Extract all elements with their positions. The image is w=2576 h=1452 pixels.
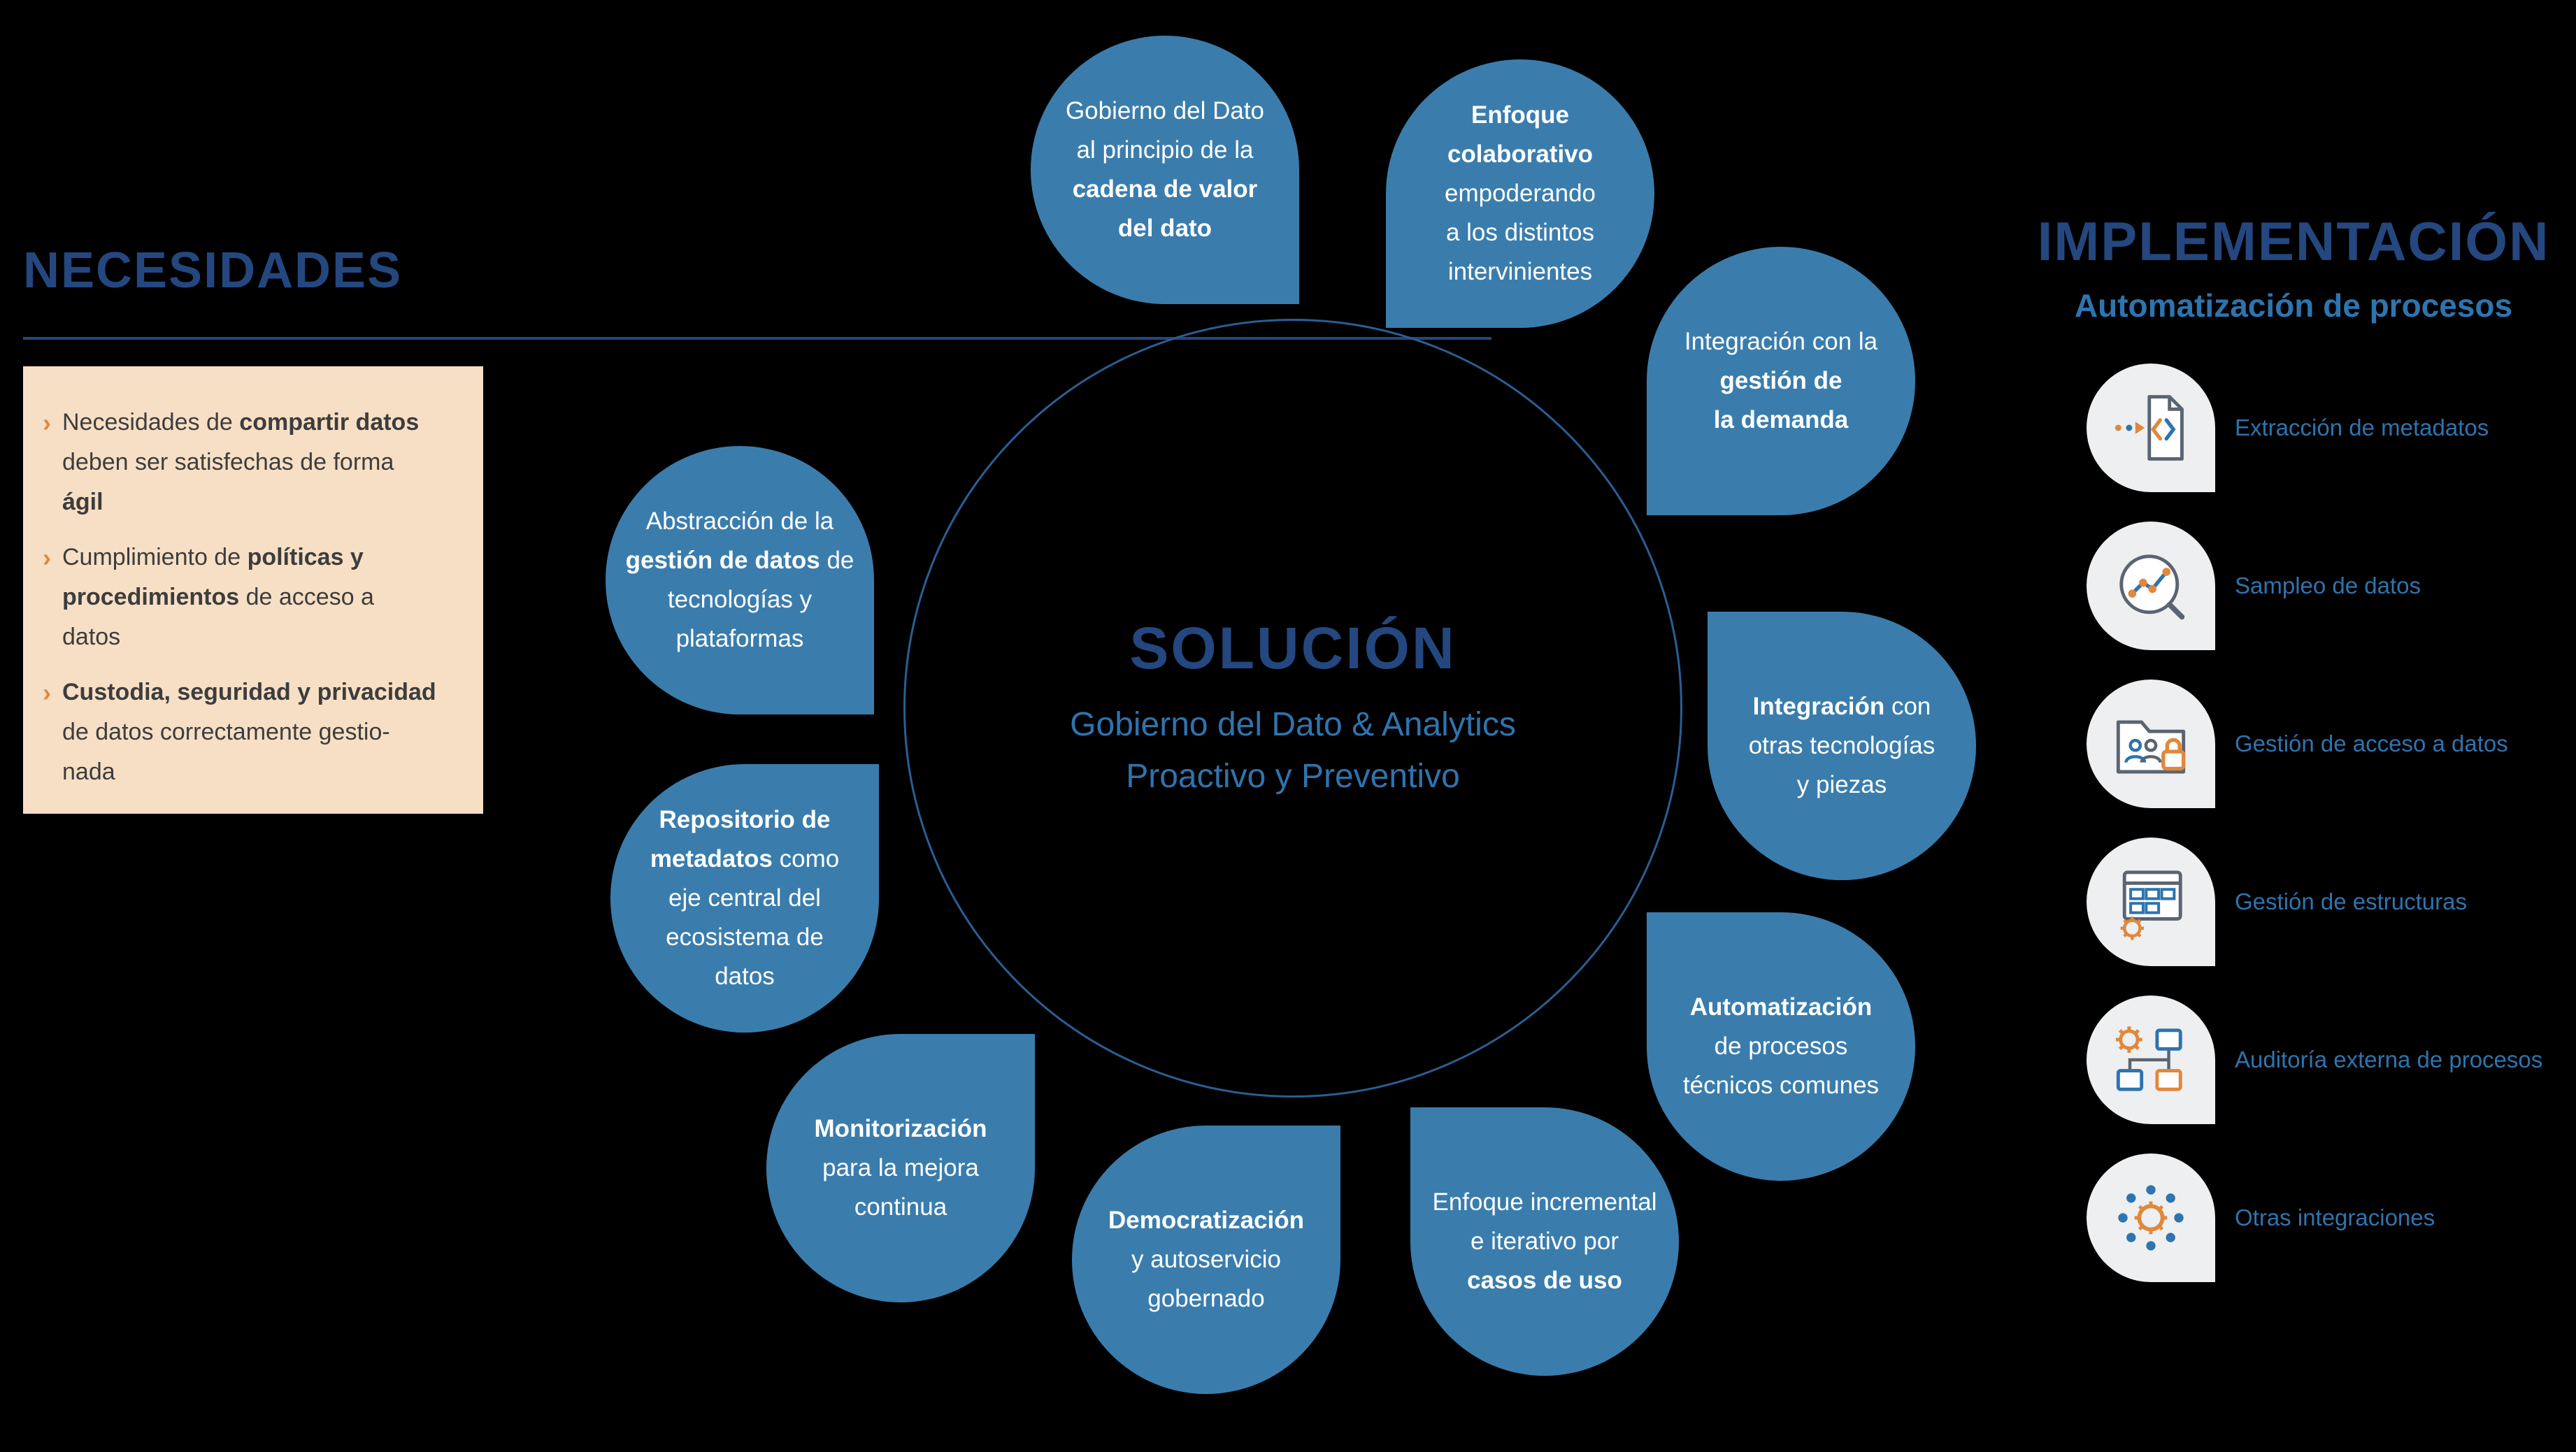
table-structures-gear-icon: [2120, 870, 2182, 940]
icon-tile: [2087, 995, 2215, 1124]
impl-item-auditoria-procesos: Auditoría externa de procesos: [2087, 995, 2542, 1124]
impl-item-gestion-estructuras: Gestión de estructuras: [2087, 838, 2542, 966]
implementacion-subtitle: Automatización de procesos: [2074, 287, 2513, 324]
impl-item-label: Gestión de estructuras: [2235, 889, 2467, 914]
bullet-chevron-icon: ›: [43, 408, 51, 437]
implementacion-title: IMPLEMENTACIÓN: [2037, 210, 2550, 272]
impl-item-label: Otras integraciones: [2235, 1205, 2435, 1230]
impl-item-label: Gestión de acceso a datos: [2235, 731, 2508, 756]
impl-item-gestion-acceso: Gestión de acceso a datos: [2087, 680, 2542, 808]
integrations-hub-icon: [2118, 1185, 2184, 1251]
data-sampling-icon: [2119, 554, 2185, 620]
solucion-circle-outline: [903, 319, 1682, 1098]
icon-tile: [2087, 522, 2215, 650]
implementacion-list: Extracción de metadatos Sampleo de datos: [2087, 364, 2542, 1311]
data-access-lock-icon: [2116, 720, 2186, 774]
impl-item-label: Extracción de metadatos: [2235, 415, 2489, 440]
process-audit-icon: [2116, 1026, 2182, 1091]
icon-tile: [2087, 838, 2215, 966]
solucion-subtitle-line1: Gobierno del Dato & Analytics: [1070, 705, 1516, 743]
metadata-extraction-icon: [2115, 395, 2184, 461]
solucion-title: SOLUCIÓN: [1129, 614, 1457, 681]
icon-tile: [2087, 364, 2215, 492]
necesidades-title: NECESIDADES: [23, 243, 403, 299]
icon-tile: [2087, 680, 2215, 808]
bullet-chevron-icon: ›: [43, 543, 51, 572]
impl-item-extraccion-metadatos: Extracción de metadatos: [2087, 364, 2542, 492]
bullet-chevron-icon: ›: [43, 678, 51, 707]
impl-item-label: Sampleo de datos: [2235, 573, 2421, 598]
impl-item-otras-integraciones: Otras integraciones: [2087, 1153, 2542, 1282]
icon-tile: [2087, 1153, 2215, 1282]
necesidades-underline: [23, 337, 1491, 340]
impl-item-label: Auditoría externa de procesos: [2235, 1047, 2543, 1072]
impl-item-sampleo-datos: Sampleo de datos: [2087, 522, 2542, 650]
solucion-center-text: SOLUCIÓN Gobierno del Dato & Analytics P…: [903, 319, 1682, 1098]
solucion-subtitle-line2: Proactivo y Preventivo: [1126, 757, 1460, 795]
